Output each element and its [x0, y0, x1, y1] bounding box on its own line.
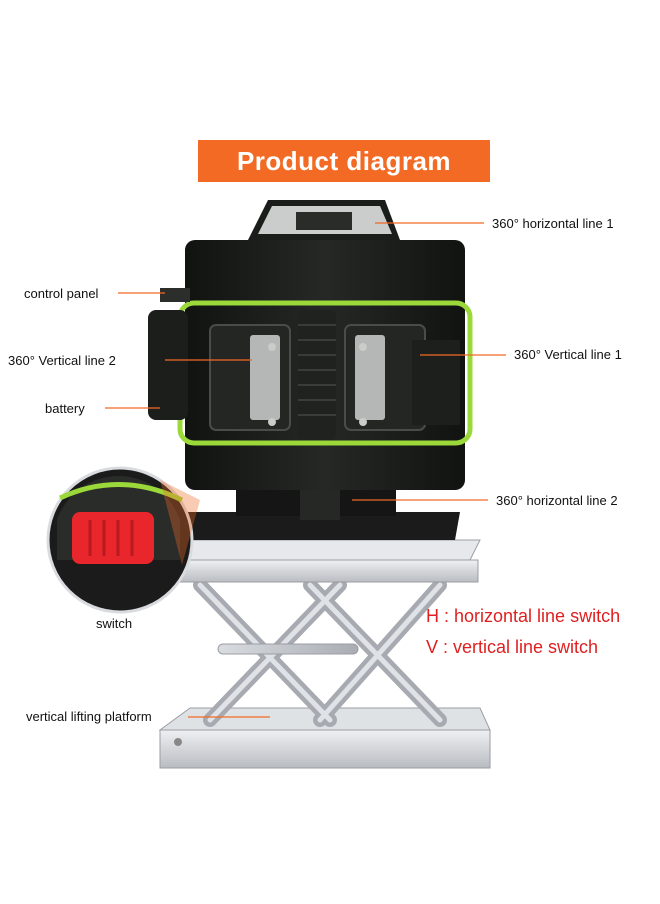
- legend-v-switch: V : vertical line switch: [426, 637, 599, 657]
- label-horizontal-line-2: 360° horizontal line 2: [496, 493, 618, 508]
- pointer-lines: [105, 222, 506, 718]
- label-vertical-line-1: 360° Vertical line 1: [514, 347, 622, 362]
- title-banner: Product diagram: [198, 140, 490, 182]
- legend-h-switch: H : horizontal line switch: [426, 606, 621, 626]
- label-switch: switch: [96, 616, 133, 631]
- label-lifting-platform: vertical lifting platform: [26, 709, 152, 724]
- label-battery: battery: [45, 401, 85, 416]
- device-body: [148, 200, 473, 490]
- switch-closeup: [46, 466, 200, 614]
- lifting-platform: [158, 539, 491, 769]
- label-control-panel: control panel: [24, 286, 99, 301]
- label-vertical-line-2: 360° Vertical line 2: [8, 353, 116, 368]
- diagram-title: Product diagram: [236, 145, 452, 176]
- label-horizontal-line-1: 360° horizontal line 1: [492, 216, 614, 231]
- device-base: [182, 480, 460, 540]
